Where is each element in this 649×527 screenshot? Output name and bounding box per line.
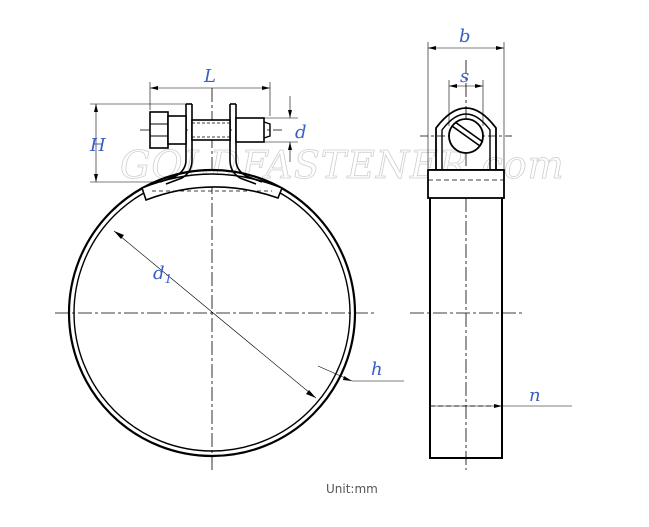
side-screw-slot-a: [451, 125, 481, 147]
front-view: [55, 82, 404, 470]
side-housing: [427, 169, 505, 199]
unit-label: Unit:mm: [326, 482, 378, 496]
dim-d1-arrow-lower: [306, 390, 316, 398]
label-d1-main: d: [153, 263, 165, 284]
dim-L-arrow-left: [150, 86, 158, 90]
screw-shank: [191, 119, 231, 141]
housing-left-leg: [159, 104, 187, 183]
dim-b-arrow-left: [428, 46, 436, 50]
dim-d1-arrow-upper: [114, 231, 124, 239]
side-screw-slot-b: [454, 121, 484, 143]
screw-tail: [235, 117, 265, 143]
dim-b-arrow-right: [496, 46, 504, 50]
screw-head: [149, 111, 169, 149]
housing-right-leg-inner: [235, 104, 263, 183]
housing-right-leg: [229, 104, 257, 185]
label-d1-subscript: 1: [165, 272, 173, 286]
dim-H-arrow-top: [94, 104, 98, 112]
label-H: H: [89, 135, 106, 156]
dim-d1-line: [113, 230, 317, 399]
dim-d-arrow-top: [288, 110, 292, 118]
dim-H-arrow-bottom: [94, 174, 98, 182]
label-d1: d1: [153, 263, 172, 286]
screw-tip: [263, 121, 271, 139]
dim-h-arrow: [343, 376, 352, 381]
screw-flange: [167, 115, 187, 145]
label-s: s: [460, 66, 469, 87]
side-view: [410, 42, 572, 470]
band-outer-circle: [67, 168, 357, 458]
label-b: b: [459, 26, 471, 47]
housing-left-leg-inner: [165, 104, 193, 185]
side-housing-bridge: [435, 107, 497, 170]
side-housing-bridge-inner: [441, 113, 491, 170]
label-d: d: [295, 122, 307, 143]
dim-n-arrow: [494, 404, 502, 408]
dim-s-arrow-left: [449, 84, 457, 88]
label-h: h: [371, 359, 383, 380]
dim-d-arrow-bottom: [288, 142, 292, 150]
label-n: n: [529, 385, 541, 406]
dim-L-arrow-right: [262, 86, 270, 90]
label-L: L: [203, 66, 216, 87]
dim-s-arrow-right: [475, 84, 483, 88]
